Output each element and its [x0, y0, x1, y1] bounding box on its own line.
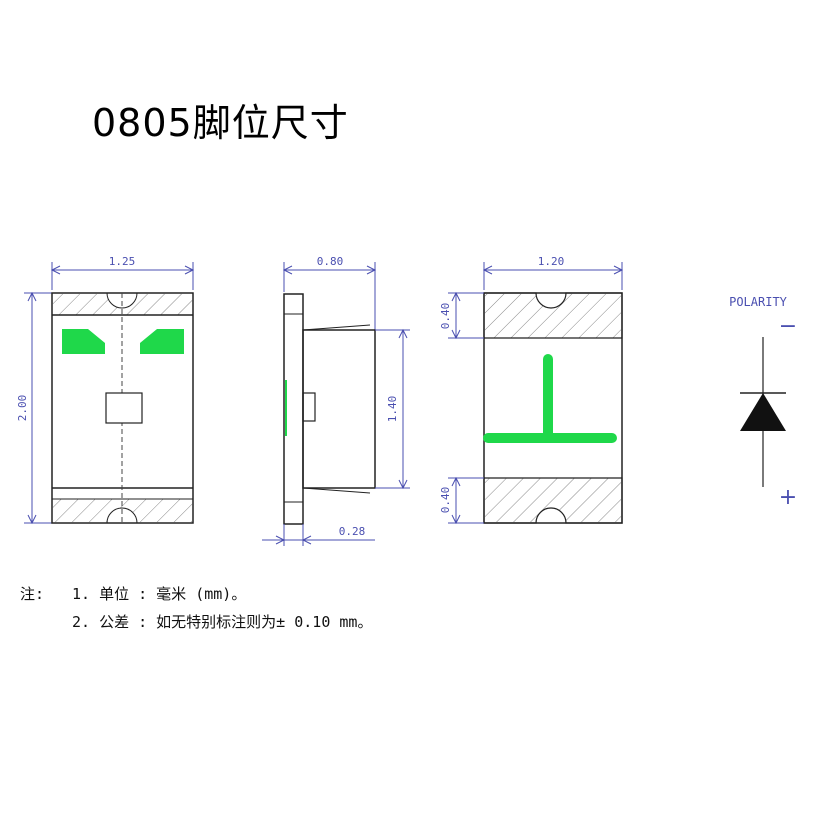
front-marking-right: [140, 329, 184, 354]
front-marking-left: [62, 329, 105, 354]
front-bottom-terminal: [51, 498, 194, 524]
side-terminal-dimension: [262, 524, 375, 546]
bottom-pad-bottom-label: 0.40: [439, 487, 452, 514]
side-height-label: 1.40: [386, 396, 399, 423]
polarity-plus: +: [779, 485, 797, 510]
note-line-2: 2. 公差 : 如无特别标注则为± 0.10 mm。: [72, 613, 373, 631]
side-terminal-label: 0.28: [339, 525, 366, 538]
side-view: 0.80 1.40 0.28: [262, 255, 410, 546]
bottom-pad-top-label: 0.40: [439, 303, 452, 330]
side-lens-body: [302, 329, 376, 489]
side-chip-die: [302, 392, 316, 422]
front-width-label: 1.25: [109, 255, 136, 268]
bottom-view: 1.20 0.40 0.40: [439, 255, 624, 525]
front-height-dimension: [24, 291, 52, 525]
polarity-minus: −: [779, 314, 797, 339]
front-view: 1.25 2.00: [16, 255, 195, 525]
side-width-label: 0.80: [317, 255, 344, 268]
bottom-pad-top-dimension: [448, 291, 484, 340]
front-chip-die: [105, 392, 143, 424]
bottom-pad-bottom-dimension: [448, 476, 484, 525]
side-width-dimension: [282, 262, 377, 330]
bottom-bottom-pad: [483, 477, 623, 524]
polarity-label: POLARITY: [729, 295, 788, 309]
bottom-top-pad: [483, 292, 623, 339]
bottom-body-outline: [483, 292, 623, 524]
side-height-dimension: [375, 328, 410, 490]
front-height-label: 2.00: [16, 395, 29, 422]
front-top-terminal: [51, 292, 194, 316]
polarity-symbol: POLARITY − +: [729, 295, 797, 510]
bottom-width-label: 1.20: [538, 255, 565, 268]
note-line-1: 1. 单位 : 毫米 (mm)。: [72, 585, 247, 603]
bottom-width-dimension: [482, 262, 624, 290]
page-title: 0805脚位尺寸: [92, 101, 349, 145]
diode-triangle-icon: [740, 393, 786, 431]
front-width-dimension: [50, 262, 195, 290]
notes-prefix: 注:: [20, 585, 45, 603]
